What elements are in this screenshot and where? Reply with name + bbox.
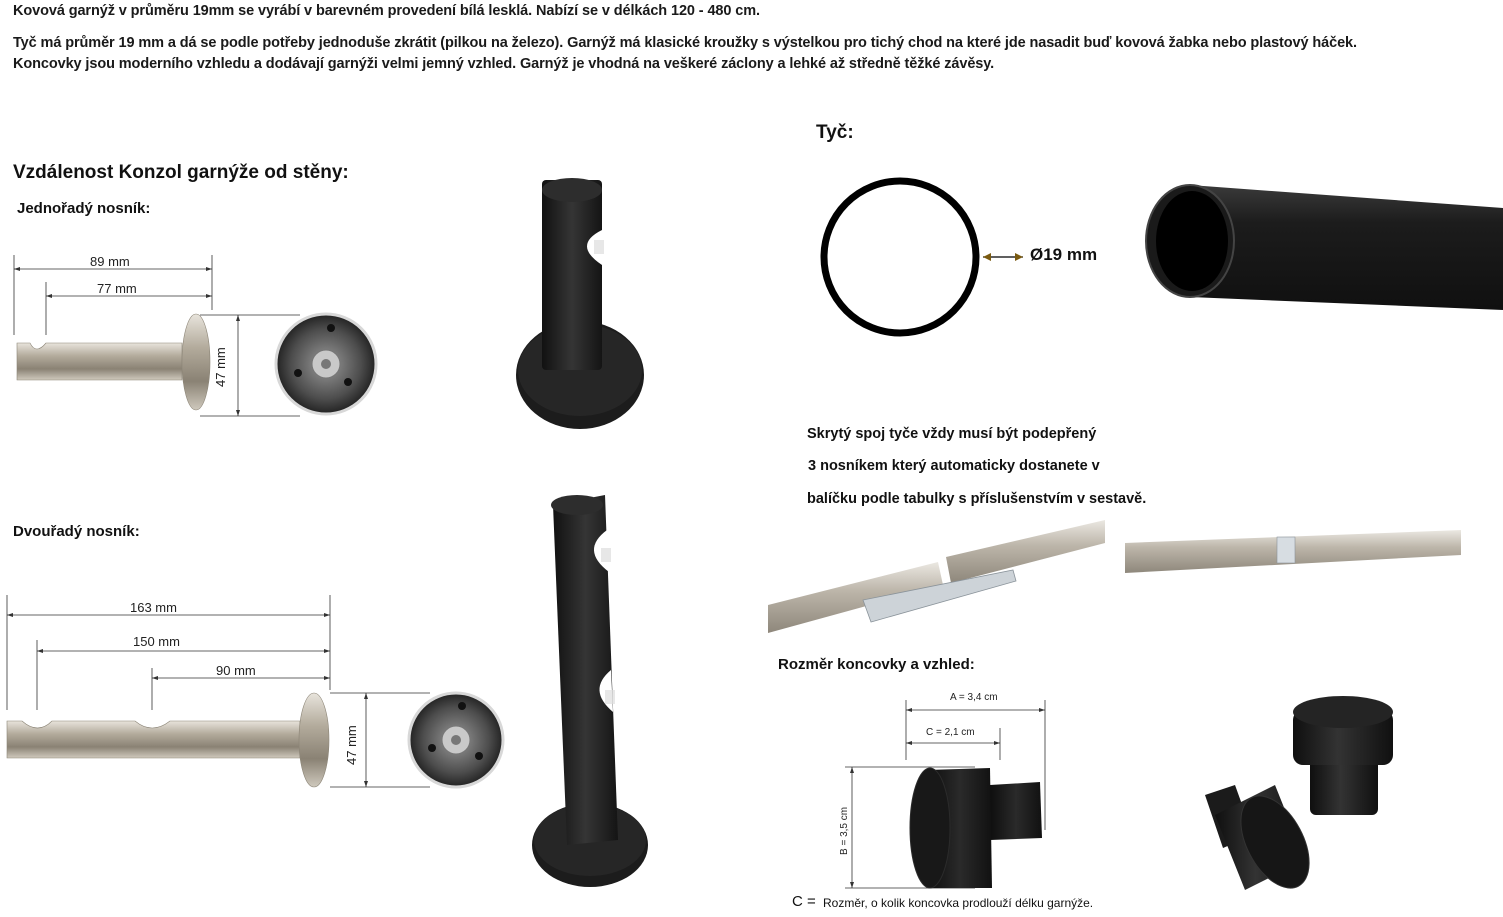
endcap-dim-a: A = 3,4 cm xyxy=(950,692,998,703)
single-dim-height: 47 mm xyxy=(213,347,228,387)
rod-photo xyxy=(1145,184,1503,310)
intro-line-1: Kovová garnýž v průměru 19mm se vyrábí v… xyxy=(13,3,760,19)
endcap-caption-text: Rozměr, o kolik koncovka prodlouží délku… xyxy=(823,896,1094,910)
double-dim-height: 47 mm xyxy=(344,725,359,765)
intro-line-3: Koncovky jsou moderního vzhledu a dodáva… xyxy=(13,56,995,72)
rod-joint-photo-open xyxy=(768,520,1105,633)
endcap-dim-b: B = 3,5 cm xyxy=(839,806,850,855)
rod-diameter: Ø19 mm xyxy=(1030,245,1098,264)
endcap-heading: Rozměr koncovky a vzhled: xyxy=(778,656,975,673)
endcap-dim-c: C = 2,1 cm xyxy=(926,727,975,738)
double-bracket-label: Dvouřadý nosník: xyxy=(13,523,140,540)
rod-cross-section-diagram xyxy=(820,177,1023,337)
single-bracket-label: Jednořadý nosník: xyxy=(17,200,151,217)
brackets-heading: Vzdálenost Konzol garnýže od stěny: xyxy=(13,162,349,183)
double-dim-inner: 90 mm xyxy=(216,663,256,678)
endcap-caption-letter: C = xyxy=(792,893,816,910)
joint-note-line-1: Skrytý spoj tyče vždy musí být podepřený xyxy=(807,426,1097,442)
double-dim-total: 163 mm xyxy=(130,600,177,615)
double-bracket-photo xyxy=(532,495,648,887)
rod-heading: Tyč: xyxy=(816,122,854,143)
double-bracket-diagram xyxy=(6,595,505,789)
endcap-dimension-diagram xyxy=(845,700,1046,889)
single-dim-total: 89 mm xyxy=(90,254,130,269)
single-dim-inner: 77 mm xyxy=(97,281,137,296)
double-dim-middle: 150 mm xyxy=(133,634,180,649)
endcap-photo xyxy=(1205,696,1393,890)
intro-line-2: Tyč má průměr 19 mm a dá se podle potřeb… xyxy=(13,35,1357,51)
single-bracket-diagram xyxy=(13,255,378,417)
joint-note-line-2: 3 nosníkem který automaticky dostanete v xyxy=(808,458,1100,474)
rod-joint-photo-closed xyxy=(1125,530,1461,573)
joint-note-line-3: balíčku podle tabulky s příslušenstvím v… xyxy=(807,491,1147,507)
single-bracket-photo xyxy=(516,178,644,429)
